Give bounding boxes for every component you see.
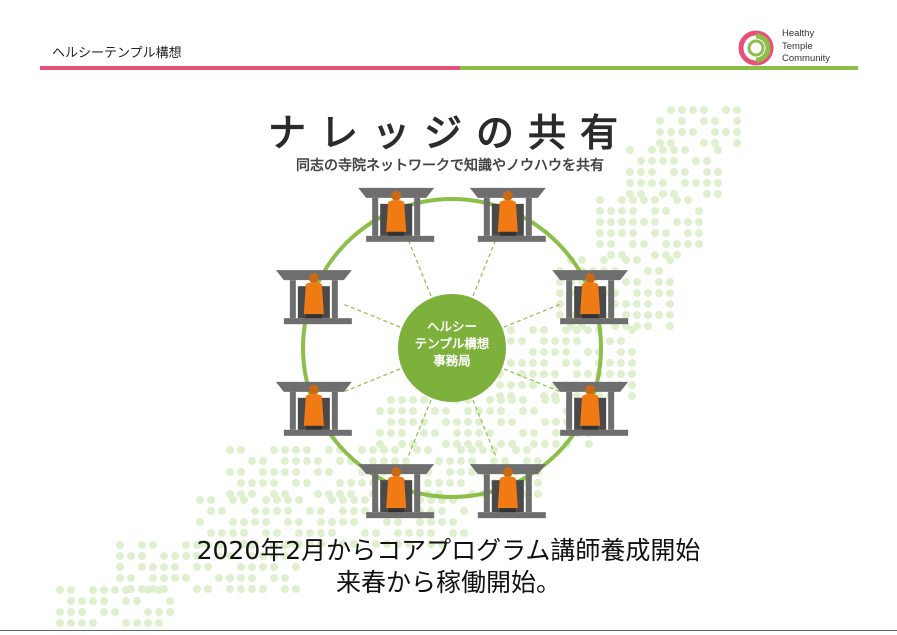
temple-with-monk-icon <box>469 464 546 519</box>
network-spoke <box>406 399 432 459</box>
temple-with-monk-icon <box>552 381 629 436</box>
hub-label-line: ヘルシー <box>426 319 477 334</box>
temple-with-monk-icon <box>275 381 352 436</box>
logo-text-line: Community <box>782 53 831 64</box>
network-spoke <box>472 237 498 297</box>
logo-ring-icon <box>738 30 774 66</box>
header-rule-pink <box>40 66 460 70</box>
bottom-rule <box>0 630 897 631</box>
temple-with-monk-icon <box>358 464 435 519</box>
network-spoke <box>503 302 563 328</box>
footer-line-2: 来春から稼働開始。 <box>335 568 561 597</box>
network-spokes <box>341 237 563 459</box>
header-title: ヘルシーテンプル構想 <box>52 46 182 61</box>
logo-text-line: Healthy <box>782 28 815 39</box>
network-spoke <box>406 237 432 297</box>
logo: Healthy Temple Community <box>736 26 856 70</box>
network-spoke <box>341 368 401 394</box>
hub-label-line: テンプル構想 <box>414 336 490 351</box>
network-spoke <box>472 399 498 459</box>
temple-with-monk-icon <box>358 187 435 242</box>
temple-with-monk-icon <box>552 270 629 325</box>
temple-with-monk-icon <box>275 270 352 325</box>
hub-label-line: 事務局 <box>433 353 471 368</box>
hub-circle <box>398 294 506 402</box>
footer-line-1: 2020年2月からコアプログラム講師養成開始 <box>196 536 701 565</box>
network-spoke <box>503 368 563 394</box>
network-spoke <box>341 302 401 328</box>
network-ring <box>301 197 603 499</box>
main-title: ナレッジの共有 <box>267 111 632 155</box>
main-subtitle: 同志の寺院ネットワークで知識やノウハウを共有 <box>296 158 604 174</box>
logo-text-line: Temple <box>782 40 813 52</box>
temple-with-monk-icon <box>469 187 546 242</box>
header-rule-green <box>460 66 858 70</box>
japan-map-dots <box>56 106 741 627</box>
